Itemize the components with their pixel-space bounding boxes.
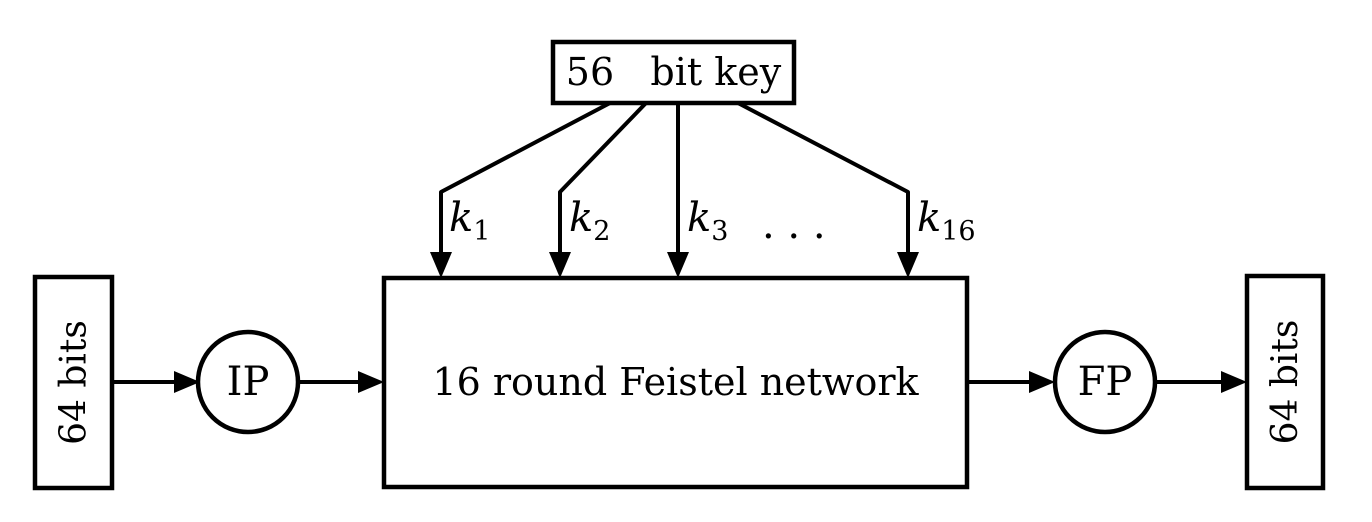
ip-node-label: IP bbox=[227, 359, 270, 405]
round-key-label-k3: k3 bbox=[687, 195, 728, 247]
round-key-label-k2: k2 bbox=[569, 195, 610, 247]
arrowhead-k3 bbox=[667, 252, 689, 278]
output-bits-label: 64 bits bbox=[1265, 320, 1306, 445]
key-wire-k1 bbox=[439, 101, 611, 254]
arrowhead-ip-to-feistel bbox=[358, 371, 384, 393]
fp-node-label: FP bbox=[1078, 359, 1133, 405]
round-key-label-k1: k1 bbox=[449, 195, 490, 247]
round-key-ellipsis: . . . bbox=[762, 202, 826, 248]
feistel-network-box bbox=[381, 275, 970, 490]
key-wire-k16 bbox=[737, 101, 910, 254]
input-bits-box bbox=[32, 274, 115, 491]
key-wire-k2 bbox=[558, 101, 648, 254]
arrowhead-k1 bbox=[430, 252, 452, 278]
arrowhead-fp-to-output bbox=[1221, 371, 1247, 393]
arrowhead-feistel-to-fp bbox=[1029, 371, 1055, 393]
key-box bbox=[550, 39, 797, 106]
feistel-network-label: 16 round Feistel network bbox=[432, 360, 919, 404]
arrowhead-k2 bbox=[549, 252, 571, 278]
arrowhead-k16 bbox=[897, 252, 919, 278]
round-key-label-k16: k16 bbox=[917, 195, 976, 247]
arrowhead-input-to-ip bbox=[174, 371, 200, 393]
key-box-label: 56 bit key bbox=[566, 50, 782, 94]
input-bits-label: 64 bits bbox=[54, 320, 95, 445]
output-bits-box bbox=[1244, 273, 1326, 491]
